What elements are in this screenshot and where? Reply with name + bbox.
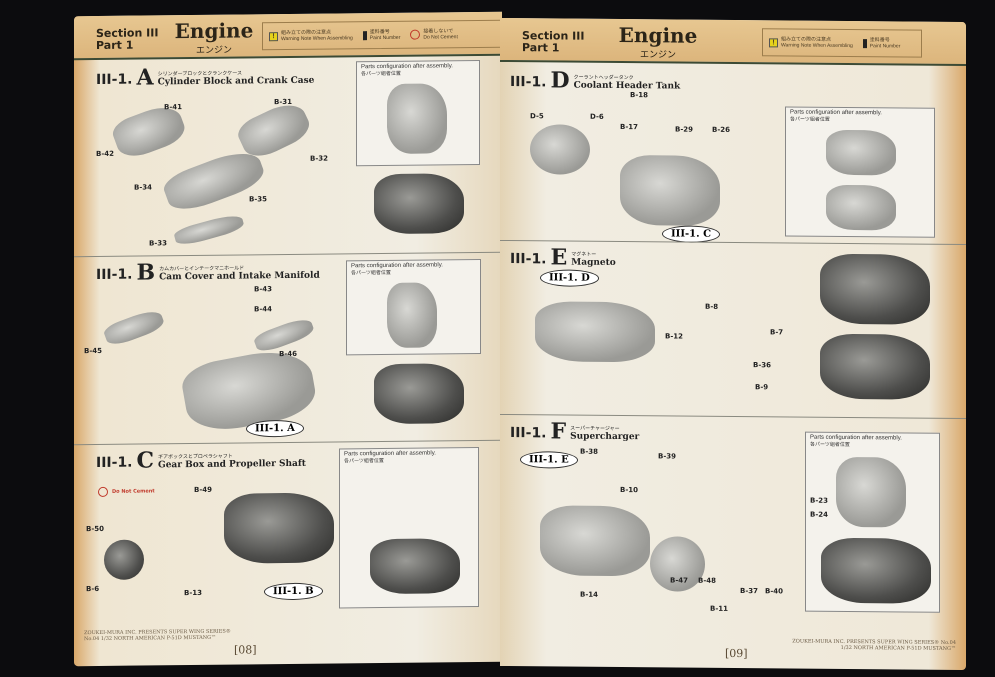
no-cement-icon	[98, 486, 108, 497]
reference-badge: III-1. B	[264, 582, 323, 601]
config-box: Parts configuration after assembly. 各パーツ…	[785, 106, 935, 238]
config-part-label: B-24	[810, 510, 828, 519]
config-box: Parts configuration after assembly. 各パーツ…	[805, 431, 940, 613]
warning-icon: !	[269, 31, 278, 41]
config-part-label: B-23	[810, 496, 828, 505]
reference-badge: III-1. E	[520, 451, 578, 469]
config-box: Parts configuration after assembly. 各パーツ…	[356, 59, 480, 167]
page-number: [08]	[234, 643, 257, 657]
page-number: [09]	[725, 646, 748, 661]
warning-icon: !	[769, 37, 778, 47]
footer-text: ZOUKEI-MURA INC. PRESENTS SUPER WING SER…	[84, 628, 231, 643]
reference-badge: III-1. D	[540, 269, 599, 287]
paint-icon	[362, 30, 367, 40]
paint-icon	[862, 38, 867, 48]
config-box: Parts configuration after assembly. 各パーツ…	[346, 258, 481, 356]
config-box: Parts configuration after assembly. 各パーツ…	[339, 446, 479, 609]
reference-badge: III-1. A	[246, 419, 304, 438]
reference-badge: III-1. C	[662, 225, 721, 243]
footer-text: ZOUKEI-MURA INC. PRESENTS SUPER WING SER…	[792, 638, 956, 652]
no-cement-icon	[410, 29, 421, 40]
